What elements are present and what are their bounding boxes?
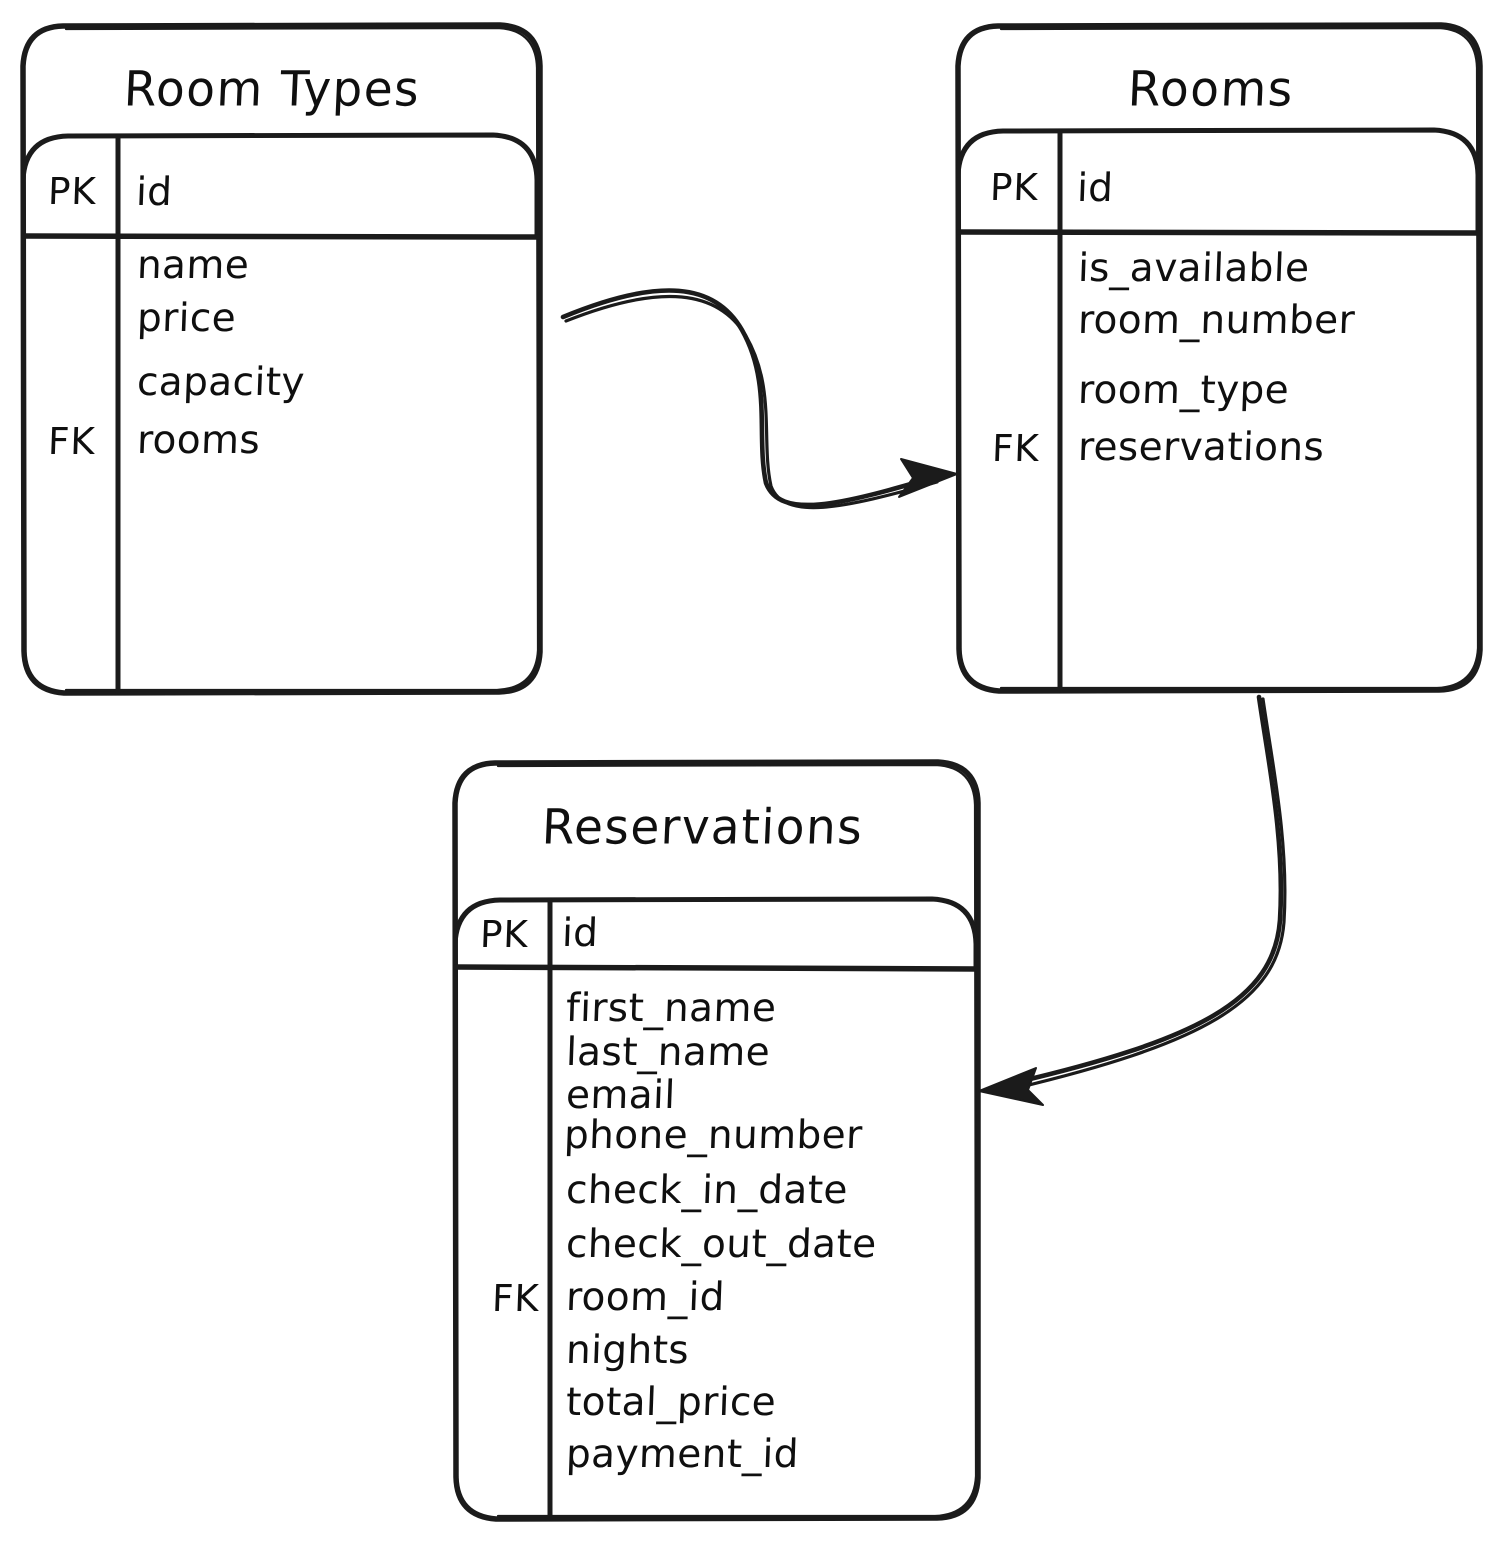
entity-rooms[interactable]	[955, 22, 1483, 694]
relationship-rooms-to-reservations[interactable]	[978, 694, 1287, 1106]
relationship-room-types-to-rooms-arrowhead	[898, 458, 958, 498]
room-types-pk-row-divider	[21, 233, 541, 240]
rooms-outer-border-sketch	[999, 26, 1480, 690]
entity-reservations[interactable]	[452, 759, 981, 1522]
relationship-room-types-to-rooms-line	[560, 288, 938, 508]
reservations-outer-border-sketch	[496, 763, 978, 1518]
rooms-attribute-panel	[955, 127, 1481, 236]
rooms-pk-row-divider	[956, 229, 1482, 236]
relationship-rooms-to-reservations-line-sketch	[1006, 697, 1287, 1092]
reservations-attribute-panel	[452, 896, 979, 972]
room-types-attribute-panel	[20, 132, 540, 240]
reservations-outer-border	[452, 759, 981, 1522]
relationship-room-types-to-rooms[interactable]	[560, 288, 958, 510]
entity-room-types[interactable]	[20, 22, 543, 696]
room-types-outer-border	[20, 22, 543, 696]
rooms-outer-border	[955, 22, 1483, 694]
room-types-outer-border-sketch	[64, 26, 540, 692]
relationship-rooms-to-reservations-line	[1002, 694, 1284, 1088]
relationship-room-types-to-rooms-line-sketch	[564, 294, 939, 510]
reservations-pk-row-divider	[453, 964, 980, 972]
relationship-rooms-to-reservations-arrowhead	[978, 1067, 1044, 1106]
